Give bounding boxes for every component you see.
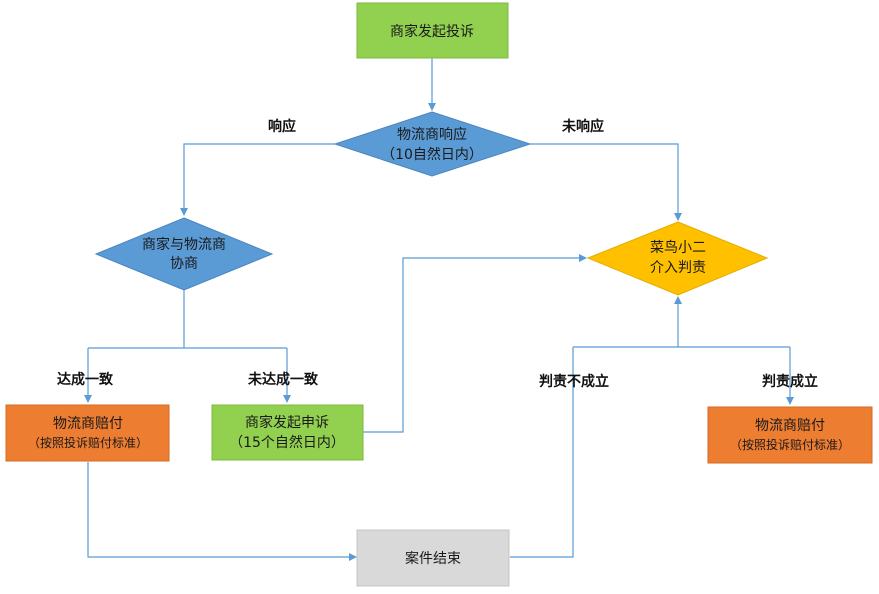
end-node-label: 案件结束: [405, 550, 461, 567]
start-node-box: [356, 2, 509, 59]
connector-appeal-to-arbitration: [363, 254, 587, 433]
compensate-left-box: [5, 404, 170, 462]
response-decision-diamond: [333, 111, 532, 177]
negotiate-decision-line1: 商家与物流商: [142, 236, 226, 253]
label-claim-upheld: 判责成立: [762, 373, 818, 390]
compensate-right-line2: （按照投诉赔付标准）: [730, 437, 850, 452]
negotiate-decision-line2: 协商: [170, 256, 198, 272]
appeal-line2: （15个自然日内）: [229, 434, 345, 451]
connectors: [84, 58, 794, 561]
end-node-box: [356, 529, 510, 587]
start-node: 商家发起投诉: [356, 2, 509, 59]
appeal-node: 商家发起申诉 （15个自然日内）: [211, 404, 364, 461]
connector-compensate-left-to-end: [87, 462, 357, 561]
compensate-right-box: [707, 406, 873, 464]
compensate-left-line1: 物流商赔付: [53, 416, 123, 432]
label-claim-rejected: 判责不成立: [539, 373, 609, 390]
connector-response-to-arbitration: [530, 143, 682, 221]
label-agreed: 达成一致: [57, 371, 114, 388]
connector-response-to-negotiate: [180, 143, 335, 216]
label-responded: 响应: [268, 118, 296, 135]
response-decision-line2: （10自然日内）: [381, 146, 483, 163]
compensate-right-line1: 物流商赔付: [755, 418, 825, 434]
appeal-line1: 商家发起申诉: [245, 414, 329, 431]
negotiate-decision: 商家与物流商 协商: [94, 217, 274, 291]
compensate-left-line2: （按照投诉赔付标准）: [28, 435, 148, 450]
start-node-label: 商家发起投诉: [390, 23, 474, 40]
connector-rejected-to-end: [510, 347, 574, 558]
compensate-left-node: 物流商赔付 （按照投诉赔付标准）: [5, 404, 170, 462]
label-not-responded: 未响应: [562, 118, 604, 135]
label-not-agreed: 未达成一致: [248, 371, 319, 388]
response-decision-line1: 物流商响应: [397, 126, 467, 143]
negotiate-decision-diamond: [94, 217, 274, 291]
arbitration-decision-diamond: [586, 221, 769, 296]
end-node: 案件结束: [356, 529, 510, 587]
edge-labels: 响应 未响应 达成一致 未达成一致 判责不成立 判责成立: [57, 118, 818, 390]
arbitration-decision-line2: 介入判责: [650, 260, 706, 276]
compensate-right-node: 物流商赔付 （按照投诉赔付标准）: [707, 406, 873, 464]
response-decision: 物流商响应 （10自然日内）: [333, 111, 532, 177]
arbitration-decision: 菜鸟小二 介入判责: [586, 221, 769, 296]
arbitration-decision-line1: 菜鸟小二: [650, 240, 706, 256]
appeal-box: [211, 404, 364, 461]
